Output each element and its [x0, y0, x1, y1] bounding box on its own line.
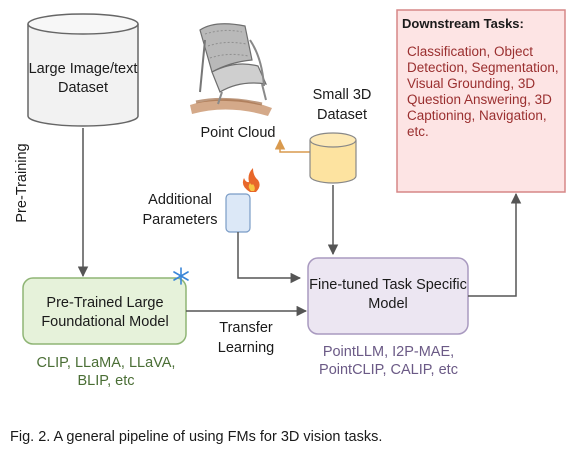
snowflake-icon	[173, 267, 189, 285]
small-dataset-cylinder	[309, 132, 357, 184]
additional-params-label: Additional Parameters	[142, 192, 218, 228]
pretrained-examples: CLIP, LLaMA, LLaVA, BLIP, etc	[36, 355, 176, 389]
transfer-learning-label: Transfer Learning	[217, 320, 275, 356]
pretrained-model-label: Pre-Trained Large Foundational Model	[41, 295, 169, 330]
flame-icon	[242, 168, 260, 192]
finetuned-examples: PointLLM, I2P-MAE, PointCLIP, CALIP, etc	[319, 344, 458, 378]
downstream-title: Downstream Tasks:	[402, 16, 524, 31]
small-dataset-label: Small 3D Dataset	[312, 87, 372, 123]
point-cloud-label: Point Cloud	[200, 125, 276, 141]
downstream-box	[396, 9, 566, 193]
params-arrow	[237, 232, 302, 284]
large-dataset-cylinder	[27, 13, 139, 127]
large-dataset-label: Large Image/text Dataset	[28, 61, 138, 96]
downstream-tasks: Classification, Object Detection, Segmen…	[407, 44, 559, 139]
finetuned-model-label: Fine-tuned Task Specific Model	[309, 277, 467, 312]
point-cloud-chair-image	[180, 14, 275, 118]
pretraining-label: Pre-Training	[14, 143, 30, 223]
downstream-arrow	[468, 192, 522, 297]
figure-caption: Fig. 2. A general pipeline of using FMs …	[10, 429, 383, 445]
